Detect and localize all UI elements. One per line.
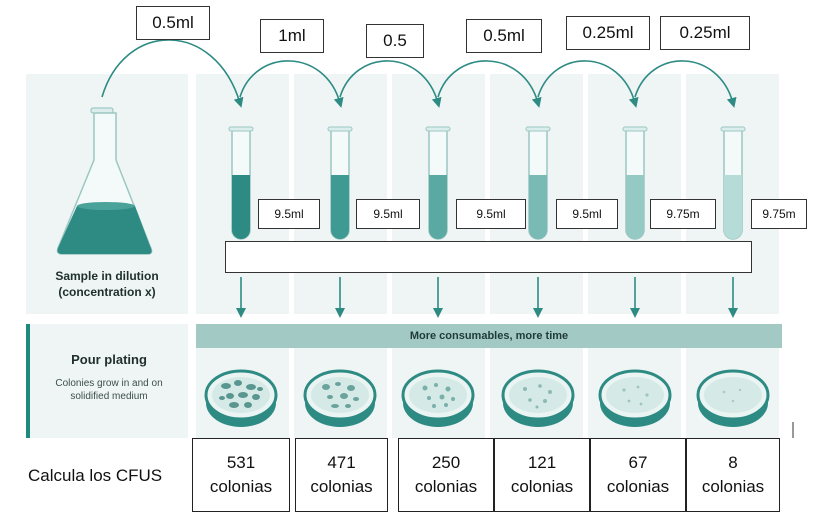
- test-tube-icon-3: [425, 126, 451, 240]
- consumables-band-text: More consumables, more time: [409, 330, 569, 342]
- colony-unit: colonias: [701, 477, 765, 496]
- pour-plating-title: Pour plating: [71, 352, 147, 367]
- sample-caption-line2: (concentration x): [58, 285, 156, 299]
- diluent-volume-label-5: 9.75m: [650, 199, 716, 229]
- colony-count: 121: [527, 453, 557, 472]
- colony-unit: colonias: [310, 477, 373, 496]
- colony-unit: colonias: [510, 477, 574, 496]
- colony-count: 250: [431, 453, 461, 472]
- colony-unit: colonias: [209, 477, 273, 496]
- transfer-arrow-2: [239, 60, 344, 108]
- transfer-arrow-1: [101, 39, 244, 108]
- result-box-1: 531 colonias: [192, 438, 290, 512]
- pour-plating-panel: [26, 324, 188, 438]
- colony-unit: colonias: [414, 477, 478, 496]
- result-box-4: 121 colonias: [494, 438, 590, 512]
- petri-dish-icon-3: [401, 369, 475, 427]
- colony-count: 531: [226, 453, 256, 472]
- test-tube-icon-2: [327, 126, 353, 240]
- transfer-arrow-6: [634, 60, 737, 108]
- diluent-volume-label-6: 9.75m: [751, 199, 807, 229]
- colony-unit: colonias: [606, 477, 670, 496]
- result-box-3: 250 colonias: [398, 438, 494, 512]
- transfer-volume-label-1: 0.5ml: [136, 6, 210, 40]
- diluent-volume-label-4: 9.5ml: [556, 199, 618, 229]
- petri-dish-icon-6: [696, 369, 770, 427]
- test-tube-icon-6: [720, 126, 746, 240]
- test-tube-icon-4: [525, 126, 551, 240]
- petri-dish-icon-4: [501, 369, 575, 427]
- result-box-5: 67 colonias: [590, 438, 686, 512]
- sample-caption-line1: Sample in dilution: [55, 269, 159, 283]
- flask-icon: [56, 107, 153, 255]
- transfer-volume-label-5: 0.25ml: [566, 16, 650, 50]
- colony-count: 471: [327, 453, 356, 472]
- sample-caption: Sample in dilution (concentration x): [26, 268, 188, 300]
- blank-answer-box[interactable]: [225, 241, 752, 273]
- petri-dish-icon-1: [204, 369, 278, 427]
- pour-plating-description: Colonies grow in and on solidified mediu…: [30, 377, 188, 403]
- petri-dish-icon-5: [598, 369, 672, 427]
- transfer-volume-label-2: 1ml: [260, 19, 324, 53]
- transfer-volume-label-6: 0.25ml: [660, 16, 750, 50]
- question-text: Calcula los CFUS: [28, 466, 163, 485]
- diluent-volume-label-3: 9.5ml: [456, 199, 526, 229]
- result-box-6: 8 colonias: [686, 438, 780, 512]
- diluent-volume-label-2: 9.5ml: [356, 199, 420, 229]
- transfer-volume-label-4: 0.5ml: [466, 19, 542, 53]
- petri-dish-icon-2: [303, 369, 377, 427]
- pour-plating-accent-bar: [26, 324, 30, 438]
- pour-plating-desc-line1: Colonies grow in and on: [55, 378, 163, 389]
- result-box-2: 471 colonias: [295, 438, 388, 512]
- test-tube-icon-5: [622, 126, 648, 240]
- transfer-arrow-3: [339, 60, 442, 108]
- colony-count: 8: [728, 453, 738, 472]
- colony-count: 67: [628, 453, 648, 472]
- transfer-arrow-5: [537, 60, 639, 108]
- consumables-band: More consumables, more time: [196, 324, 782, 348]
- transfer-volume-label-3: 0.5: [366, 24, 424, 58]
- diluent-volume-label-1: 9.5ml: [258, 199, 320, 229]
- test-tube-icon-1: [228, 126, 254, 240]
- pour-plating-desc-line2: solidified medium: [70, 391, 148, 402]
- transfer-arrow-4: [437, 60, 542, 108]
